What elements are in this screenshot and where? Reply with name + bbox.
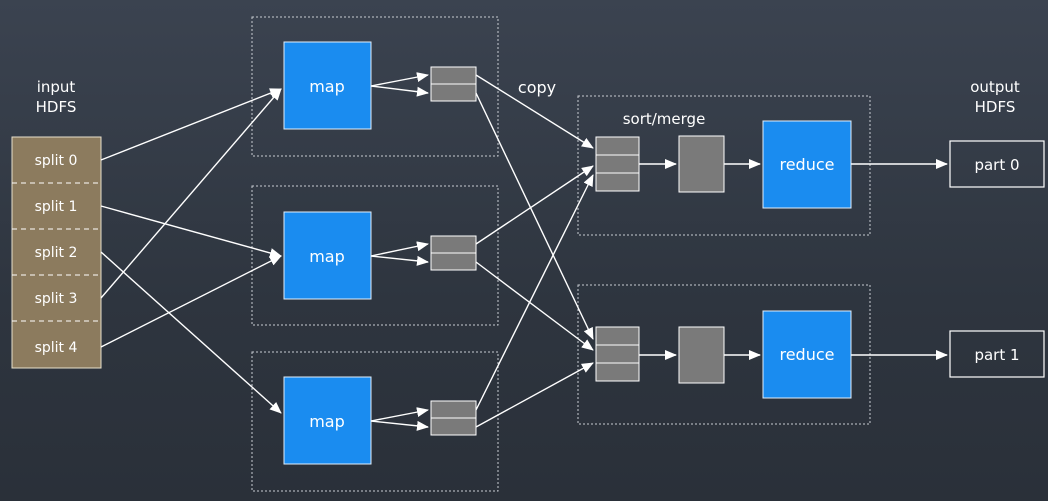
map-container-1: [251, 185, 499, 326]
copy-label: copy: [518, 78, 556, 97]
arrow-split3-map0: [100, 88, 282, 299]
arrow-map1-buf-top: [370, 241, 429, 257]
map-buffer-2: [430, 400, 477, 436]
arrow-map1-buf-bottom: [370, 255, 429, 266]
arrow-copy-m0-r1: [475, 92, 594, 340]
map-2-label: map: [309, 412, 345, 431]
arrow-copy-m1-r0: [475, 165, 594, 245]
merge-buffer-0: [595, 136, 640, 192]
arrow-copy-m0-r0: [475, 74, 594, 149]
split-0-label: split 0: [35, 153, 78, 169]
arrow-map2-buf-top: [370, 407, 429, 422]
merge-buffer-1: [595, 326, 640, 382]
part-1-box: [949, 330, 1045, 378]
split-2-label: split 2: [35, 245, 78, 261]
reduce-0-label: reduce: [779, 155, 834, 174]
arrow-copy-m2-r1: [475, 362, 594, 428]
split-1-label: split 1: [35, 199, 78, 215]
map-1-label: map: [309, 247, 345, 266]
map-container-0: [251, 16, 499, 157]
split-3-label: split 3: [35, 291, 78, 307]
arrow-split4-map1: [100, 255, 282, 348]
arrow-map0-buf-bottom: [370, 85, 429, 97]
output-hdfs-label: HDFS: [975, 98, 1016, 116]
arrow-split1-map1: [100, 205, 282, 258]
reduce-container-0: [577, 95, 871, 236]
part-0-label: part 0: [974, 156, 1019, 174]
reduce-1-label: reduce: [779, 345, 834, 364]
part-1-label: part 1: [974, 346, 1019, 364]
part-0-box: [949, 140, 1045, 188]
merged-block-1: [678, 326, 725, 384]
split-4-label: split 4: [35, 340, 78, 356]
reduce-box-0: [762, 120, 852, 209]
output-label: output: [970, 78, 1020, 96]
input-label: input: [37, 78, 76, 96]
map-0-label: map: [309, 77, 345, 96]
arrow-map0-buf-top: [370, 72, 429, 87]
map-container-2: [251, 351, 499, 492]
arrow-copy-m2-r0: [475, 174, 594, 411]
split-stack: [11, 136, 102, 369]
arrow-copy-m1-r1: [475, 261, 594, 351]
arrow-split2-map2: [100, 251, 282, 414]
input-hdfs-label: HDFS: [36, 98, 77, 116]
sort-merge-label: sort/merge: [623, 110, 706, 128]
flow-arrows: [100, 72, 948, 431]
input-splits: split 0 split 1 split 2 split 3 split 4: [11, 136, 102, 369]
reduce-box-1: [762, 310, 852, 399]
map-buffer-1: [430, 235, 477, 271]
arrow-map2-buf-bottom: [370, 420, 429, 431]
merged-block-0: [678, 135, 725, 193]
map-buffer-0: [430, 66, 477, 102]
arrow-split0-map0: [100, 88, 282, 161]
map-box-2: [283, 376, 372, 465]
map-box-1: [283, 211, 372, 300]
